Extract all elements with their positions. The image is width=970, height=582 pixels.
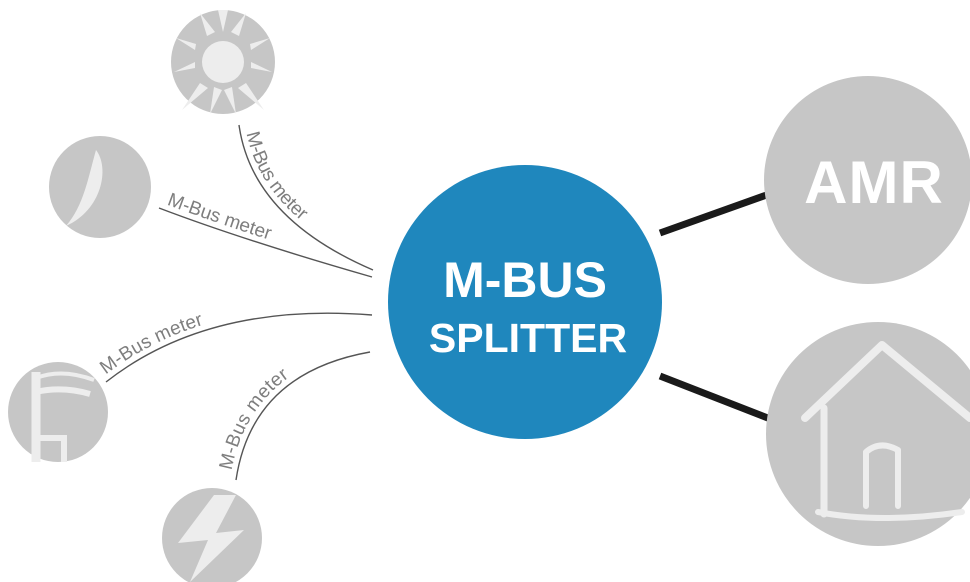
water-drop-icon: [49, 136, 151, 238]
oil-barrel-icon: [8, 362, 108, 462]
meter-label-electricity: M-Bus meter: [216, 364, 293, 472]
house-icon: [766, 322, 970, 546]
hub-title: M-BUS: [443, 252, 607, 308]
mbus-splitter-hub: M-BUS SPLITTER: [388, 165, 662, 439]
link-to-amr: [658, 188, 777, 237]
lightning-icon: [162, 488, 262, 582]
link-to-house: [658, 372, 780, 426]
hub-subtitle: SPLITTER: [429, 315, 627, 361]
meter-label-water: M-Bus meter: [165, 189, 275, 244]
amr-label: AMR: [804, 149, 944, 216]
sun-icon: [171, 10, 275, 114]
meter-label-oil: M-Bus meter: [96, 309, 206, 379]
amr-node: AMR: [764, 76, 970, 284]
meter-label-heat: M-Bus meter: [241, 129, 312, 225]
